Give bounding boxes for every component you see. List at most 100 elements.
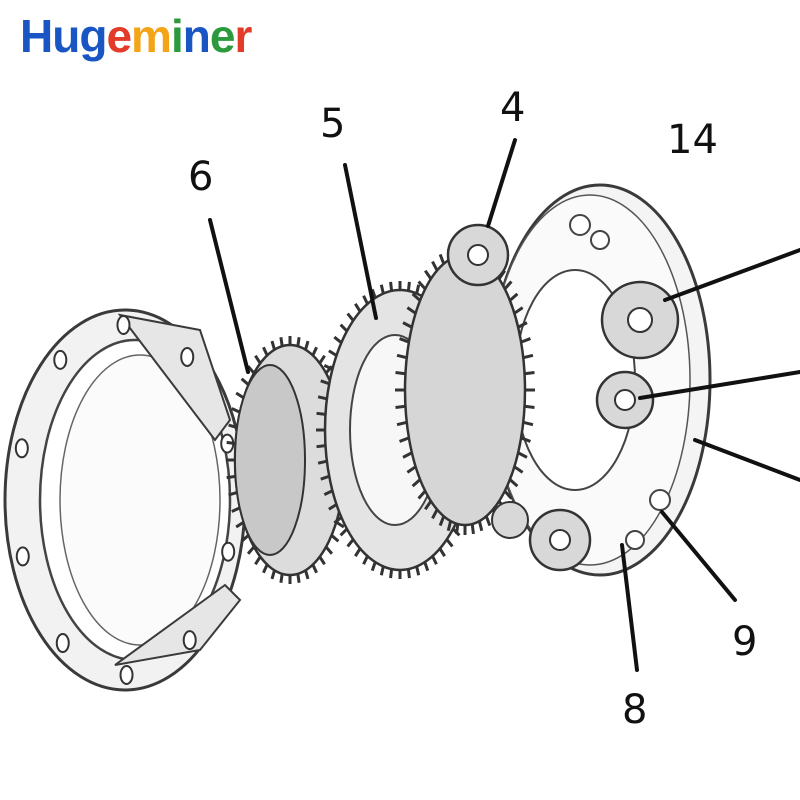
brand-logo: Hugeminer [20,6,252,66]
gear-tooth [354,547,362,557]
gear-tooth [406,465,417,474]
gear-tooth [279,573,284,583]
gear-tooth [296,337,301,347]
callout-8: 8 [622,687,648,733]
gear-tooth [417,490,427,500]
gear-tooth [246,365,256,375]
gear-tooth [279,337,284,347]
gear-tooth [513,306,524,315]
gear-tooth [228,490,238,497]
gear-tooth [522,420,534,427]
gear-tooth [339,323,349,333]
gear-tooth [395,404,406,409]
logo-letter: e [209,10,236,62]
gear-tooth [346,312,355,322]
gear-tooth [522,353,534,360]
gear-tooth [411,478,422,488]
gear-tooth [524,371,535,376]
gear-tooth [318,354,326,365]
gear-tooth [446,520,453,532]
bolt-hole [116,315,131,336]
gear-tooth [328,503,338,511]
gear-tooth [231,506,241,513]
bolt-hole [180,346,195,367]
gear-tooth [508,292,519,302]
gear-tooth [524,404,535,409]
gear-tooth [503,490,513,500]
leader-line-right-3 [693,438,800,482]
gear-tooth [399,436,410,443]
flange-ring [3,308,247,692]
gear-tooth [370,288,377,299]
leader-line-right-2 [638,370,800,400]
leader-line-8 [620,543,639,672]
gear-tooth [240,377,250,386]
gear-tooth [424,269,433,280]
gear-tooth [262,563,269,574]
gear-tooth [517,451,528,459]
gear-tooth [389,281,394,292]
leader-line-9 [660,510,737,602]
gear-tooth [379,284,385,294]
gear-tooth [411,292,422,302]
leader-line-6 [208,218,250,374]
gear-tooth [318,555,326,566]
gear-tooth [323,489,334,497]
gear-tooth [333,516,343,525]
gear-tooth [402,321,413,329]
gear-tooth [304,340,310,351]
planet-gears-small [446,223,680,572]
logo-letter: i [170,10,184,62]
gear-tooth [311,563,318,574]
gear-tooth [415,284,421,294]
gear-tooth [235,391,245,400]
gear-tooth [396,420,408,427]
gear-tooth [316,444,326,449]
gear-tooth [235,520,245,529]
gear-tooth [320,379,330,386]
gear-tooth [339,527,349,537]
callout-4: 4 [500,85,526,131]
gear-tooth [304,569,310,580]
logo-letter: e [106,10,132,62]
gear-tooth [240,534,250,543]
bolt-hole [221,541,236,562]
gear-tooth [324,545,334,555]
logo-letter: g [79,10,107,62]
gear-tooth [438,253,446,265]
bolt-hole [14,438,29,459]
gear-tooth [333,335,343,344]
gear-tooth [396,353,408,360]
logo-letter: r [234,10,252,62]
gear-tooth [508,478,519,488]
gear-tooth [406,306,417,315]
bolt-hole [55,633,70,654]
logo-letter: n [182,10,211,62]
gear-tooth [520,337,531,344]
gear-tooth [296,573,301,583]
gear-tooth [362,555,369,565]
gear-tooth [354,303,362,313]
gear-tooth [431,260,439,272]
gear-tooth [317,459,328,465]
gear-tooth [389,568,394,579]
gear-tooth [406,568,411,579]
gear-tooth [513,465,524,474]
gear-tooth [517,321,528,329]
gear-tooth [231,407,241,414]
gear-tooth [254,354,262,365]
gear-tooth [445,538,454,548]
gear-tooth [424,500,433,511]
gear-tooth [346,538,355,548]
callout-5: 5 [320,101,346,147]
bolt-hole [182,630,197,651]
leader-line-5 [343,163,378,320]
gear-tooth [328,349,338,357]
gear-tooth [330,534,340,543]
gear-tooth [270,569,276,580]
gear-tooth [431,555,438,565]
gear-tooth [484,515,492,527]
gear-tooth [335,520,345,529]
gear-tooth [316,411,326,416]
bolt-hole [53,349,68,370]
